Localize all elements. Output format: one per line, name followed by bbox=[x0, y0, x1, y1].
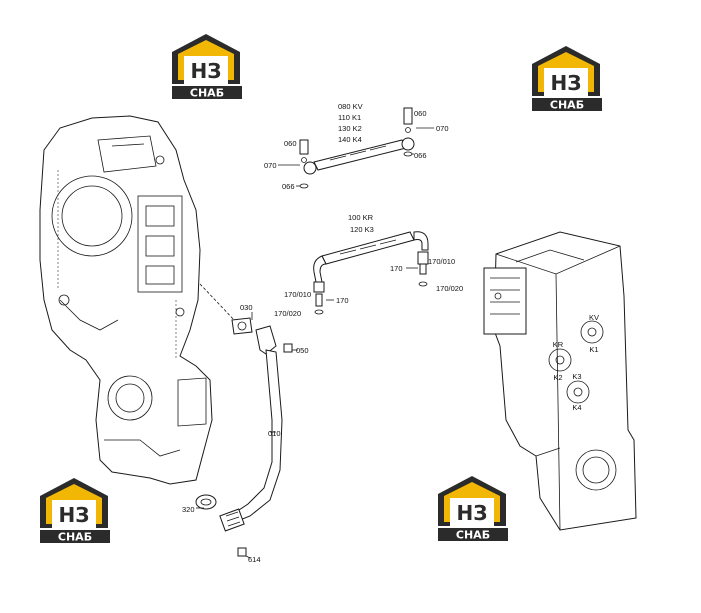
port-mark-kr: KR bbox=[553, 340, 564, 349]
label-066-right: 066 bbox=[414, 151, 427, 160]
logo-mark: НЗ bbox=[59, 503, 90, 527]
label-170-left: 170 bbox=[336, 296, 349, 305]
port-mark-k3: K3 bbox=[572, 372, 581, 381]
control-valve-block: KV K1 KR K2 K3 K4 bbox=[483, 231, 637, 531]
port-mark-k1: K1 bbox=[589, 345, 598, 354]
lower-pipe-assembly: 030 050 010 320 614 bbox=[182, 283, 309, 564]
label-030: 030 bbox=[240, 303, 253, 312]
logo-top-left: НЗ СНАБ bbox=[172, 34, 242, 100]
logo-mark: НЗ bbox=[191, 59, 222, 83]
label-120: 120 K3 bbox=[350, 225, 374, 234]
label-050: 050 bbox=[296, 346, 309, 355]
label-614: 614 bbox=[248, 555, 261, 564]
label-110: 110 K1 bbox=[338, 113, 361, 122]
label-170-020-right: 170/020 bbox=[436, 284, 463, 293]
logo-caption: СНАБ bbox=[190, 87, 224, 100]
label-070-right: 070 bbox=[436, 124, 449, 133]
logo-bottom-left: НЗ СНАБ bbox=[40, 478, 110, 544]
logo-mark: НЗ bbox=[457, 501, 488, 525]
upper-hose-assembly: 080 KV 110 K1 130 K2 140 K4 060 060 070 … bbox=[264, 102, 449, 191]
port-mark-k4: K4 bbox=[572, 403, 581, 412]
label-130: 130 K2 bbox=[338, 124, 362, 133]
logo-caption: СНАБ bbox=[456, 529, 490, 542]
middle-hose-assembly: 100 KR 120 K3 170 170 170/010 170/010 17… bbox=[274, 213, 463, 318]
port-mark-k2: K2 bbox=[553, 373, 562, 382]
label-170-020-left: 170/020 bbox=[274, 309, 301, 318]
label-060-right: 060 bbox=[414, 109, 427, 118]
label-060-left: 060 bbox=[284, 139, 297, 148]
label-010: 010 bbox=[268, 429, 281, 438]
label-170-010-left: 170/010 bbox=[284, 290, 311, 299]
label-170-right: 170 bbox=[390, 264, 403, 273]
label-066-left: 066 bbox=[282, 182, 295, 191]
label-080: 080 KV bbox=[338, 102, 363, 111]
logo-bottom-right: НЗ СНАБ bbox=[438, 476, 508, 542]
label-140: 140 K4 bbox=[338, 135, 362, 144]
logo-top-right: НЗ СНАБ bbox=[532, 46, 602, 112]
label-170-010-right: 170/010 bbox=[428, 257, 455, 266]
logo-caption: СНАБ bbox=[550, 99, 584, 112]
label-070-left: 070 bbox=[264, 161, 277, 170]
label-100: 100 KR bbox=[348, 213, 374, 222]
logo-caption: СНАБ bbox=[58, 531, 92, 544]
label-320: 320 bbox=[182, 505, 195, 514]
port-mark-kv: KV bbox=[589, 313, 599, 322]
transmission-housing bbox=[39, 115, 213, 485]
logo-mark: НЗ bbox=[551, 71, 582, 95]
